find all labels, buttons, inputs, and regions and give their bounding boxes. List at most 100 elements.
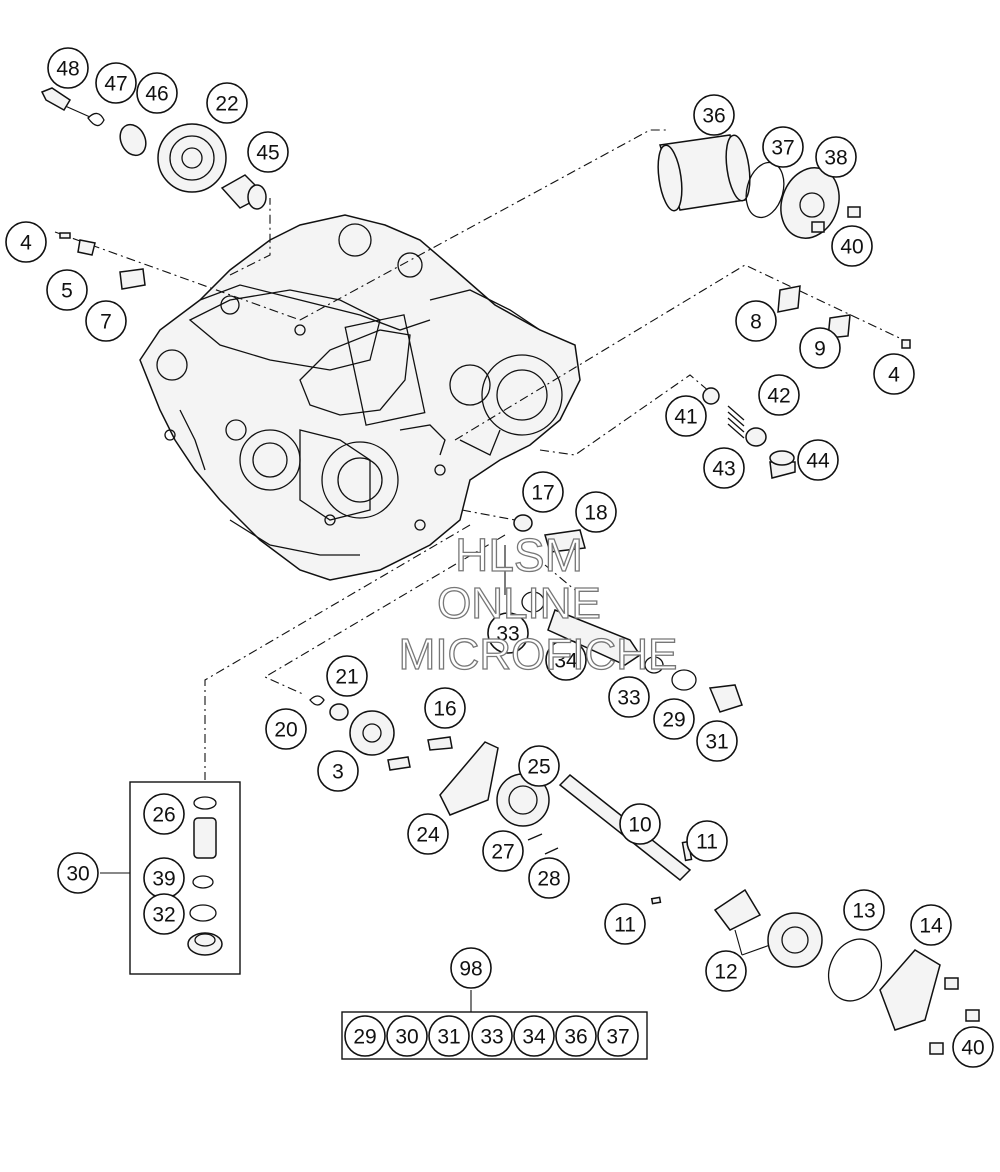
callout-number: 31 (437, 1026, 460, 1049)
callout-circle (608, 676, 650, 718)
callout-36-8: 36 (693, 94, 735, 136)
callout-circle (815, 136, 857, 178)
callout-number: 41 (674, 406, 697, 429)
callout-circle (686, 820, 728, 862)
callout-number: 18 (584, 502, 607, 525)
callout-22-3: 22 (206, 82, 248, 124)
callout-circle (555, 1015, 597, 1057)
kit-item-36: 36 (555, 1015, 597, 1057)
callout-number: 17 (531, 482, 554, 505)
callout-number: 33 (617, 687, 640, 710)
callout-number: 4 (20, 232, 32, 255)
callout-27-35: 27 (482, 830, 524, 872)
callout-37-9: 37 (762, 126, 804, 168)
callout-31-26: 31 (696, 720, 738, 762)
callout-7-7: 7 (85, 300, 127, 342)
callout-number: 16 (433, 698, 456, 721)
callout-number: 34 (522, 1026, 546, 1049)
callout-number: 24 (416, 824, 440, 847)
watermark-line-2: ONLINE (437, 579, 601, 628)
oil-pump-parts (439, 741, 980, 1055)
callout-circle (831, 225, 873, 267)
callout-circle (843, 889, 885, 931)
callout-circle (528, 857, 570, 899)
callout-circle (873, 353, 915, 395)
callout-circle (386, 1015, 428, 1057)
callout-number: 4 (888, 364, 900, 387)
callout-40-45: 40 (952, 1026, 994, 1068)
callout-number: 38 (824, 147, 847, 170)
callout-number: 46 (145, 83, 168, 106)
callout-circle (428, 1015, 470, 1057)
callout-circle (653, 698, 695, 740)
callout-circle (693, 94, 735, 136)
callout-circle (797, 439, 839, 481)
callout-circle (952, 1026, 994, 1068)
watermark: HLSM ONLINE MICROFICHE (398, 528, 678, 679)
callout-number: 33 (496, 623, 519, 646)
callout-number: 39 (152, 868, 175, 891)
upper-right-parts (657, 134, 911, 349)
callout-circle (47, 47, 89, 89)
kit-item-30: 30 (386, 1015, 428, 1057)
callout-circle (46, 269, 88, 311)
callout-circle (143, 793, 185, 835)
callout-39-38: 39 (143, 857, 185, 899)
callout-number: 11 (614, 914, 636, 937)
callout-number: 34 (554, 650, 578, 673)
callout-circle (95, 62, 137, 104)
callout-46-2: 46 (136, 72, 178, 114)
callout-number: 36 (702, 105, 725, 128)
callout-number: 10 (628, 814, 651, 837)
callout-circle (545, 639, 587, 681)
callout-circle (136, 72, 178, 114)
callout-number: 25 (527, 756, 550, 779)
kit-item-31: 31 (428, 1015, 470, 1057)
kit-box-30 (129, 781, 241, 975)
callout-circle (735, 300, 777, 342)
callout-42-15: 42 (758, 374, 800, 416)
callout-8-12: 8 (735, 300, 777, 342)
callout-number: 7 (100, 311, 112, 334)
callout-circle (619, 803, 661, 845)
callout-number: 43 (712, 458, 735, 481)
callout-44-18: 44 (797, 439, 839, 481)
callout-circle (407, 813, 449, 855)
callout-number: 37 (771, 137, 794, 160)
callout-number: 27 (491, 841, 514, 864)
callout-circle (518, 745, 560, 787)
callout-number: 13 (852, 900, 875, 923)
callout-circle (522, 471, 564, 513)
callout-32-39: 32 (143, 893, 185, 935)
callout-45-4: 45 (247, 131, 289, 173)
callout-number: 31 (705, 731, 728, 754)
callout-41-16: 41 (665, 395, 707, 437)
callout-number: 11 (696, 831, 718, 854)
callout-circle (696, 720, 738, 762)
callout-number: 45 (256, 142, 279, 165)
callout-circle (317, 750, 359, 792)
callout-48-0: 48 (47, 47, 89, 89)
callout-33-24: 33 (608, 676, 650, 718)
callout-13-40: 13 (843, 889, 885, 931)
callout-26-31: 26 (143, 793, 185, 835)
callout-number: 29 (662, 709, 685, 732)
callout-number: 28 (537, 868, 560, 891)
callout-98-44: 98 (450, 947, 492, 989)
callout-3-29: 3 (317, 750, 359, 792)
callout-number: 26 (152, 804, 175, 827)
callout-circle (247, 131, 289, 173)
callout-circle (487, 612, 529, 654)
callout-circle (326, 655, 368, 697)
callout-20-27: 20 (265, 708, 307, 750)
callout-number: 47 (104, 73, 127, 96)
watermark-line-3: MICROFICHE (399, 630, 678, 679)
callout-circle (762, 126, 804, 168)
callout-number: 22 (215, 93, 238, 116)
callout-circle (206, 82, 248, 124)
callout-number: 40 (840, 236, 863, 259)
callout-circle (604, 903, 646, 945)
callout-number: 9 (814, 338, 826, 361)
